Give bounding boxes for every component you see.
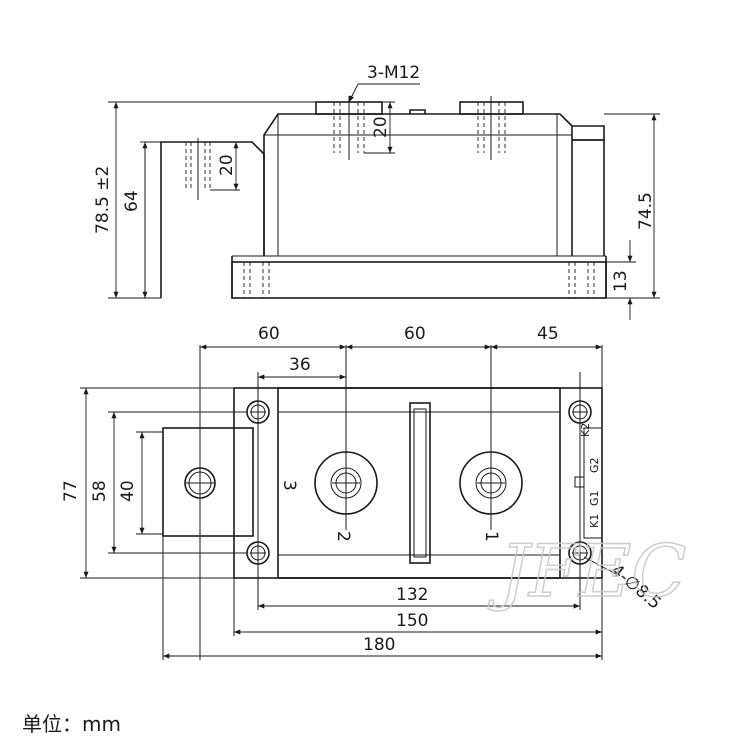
dim-width-40: 40 [118, 480, 138, 502]
terminal-label-2: 2 [333, 531, 353, 542]
unit-label: 单位：mm [22, 712, 121, 736]
top-view: 60 60 45 36 77 58 40 132 150 180 4-∅8.5 … [61, 324, 665, 660]
thread-label: 3-M12 [367, 63, 420, 83]
gate-label-g1: G1 [588, 490, 601, 506]
side-view: 3-M12 78.5 ±2 64 74.5 13 20 20 [93, 63, 660, 320]
dim-pitch-3: 45 [537, 324, 559, 344]
dim-thread-depth-top: 20 [371, 116, 391, 138]
terminal-label-3: 3 [279, 480, 299, 491]
dim-pitch-2: 60 [404, 324, 426, 344]
dim-overall-height: 78.5 ±2 [93, 166, 113, 234]
dim-len-150: 150 [396, 611, 428, 631]
dim-width-77: 77 [61, 480, 81, 502]
gate-label-g2: G2 [588, 457, 601, 473]
watermark-logo: JFEC [487, 529, 686, 613]
gate-label-k2: K2 [579, 423, 592, 437]
terminal-label-1: 1 [481, 531, 501, 542]
dim-offset-36: 36 [289, 355, 311, 375]
dim-len-180: 180 [363, 635, 395, 655]
dim-right-height: 74.5 [636, 192, 656, 230]
dim-pitch-1: 60 [258, 324, 280, 344]
dim-width-58: 58 [90, 480, 110, 502]
dim-tab-height: 64 [122, 190, 142, 212]
dim-len-132: 132 [396, 585, 428, 605]
dim-thread-depth-tab: 20 [217, 154, 237, 176]
dim-base-height: 13 [611, 270, 631, 292]
gate-label-k1: K1 [588, 514, 601, 528]
